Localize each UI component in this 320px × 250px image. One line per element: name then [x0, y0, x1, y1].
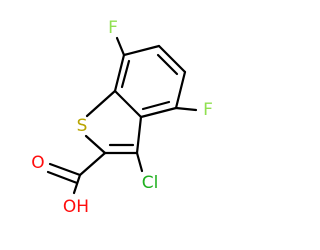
atom-label-s: S — [77, 116, 88, 136]
atom-label-oh: OH — [63, 197, 89, 217]
bond-c7-f — [115, 36, 126, 57]
bond-c7a-c7 — [113, 53, 126, 93]
atom-label-cl: Cl — [142, 173, 159, 193]
bond-c4-c3a-inner — [141, 100, 171, 111]
atom-label-f-top: F — [108, 18, 118, 38]
atom-label-f-right: F — [203, 100, 213, 120]
substituent-bonds — [46, 36, 198, 195]
bond-c4-f — [174, 106, 198, 112]
thiophene-ring — [84, 89, 143, 155]
benzene-ring — [113, 44, 187, 119]
bond-c6-c5 — [157, 44, 187, 74]
bond-c3-c3a — [135, 115, 143, 155]
bond-c6-c5-inner — [156, 53, 179, 76]
bond-c-o-double — [48, 162, 82, 177]
molecule-structure: F F S Cl O OH — [31, 18, 213, 217]
bond-s-c2 — [84, 134, 107, 155]
bond-c5-c4 — [174, 70, 187, 110]
bond-c3a-c7a — [113, 89, 143, 119]
atom-label-o: O — [31, 153, 44, 173]
bond-c4-c3a — [139, 106, 178, 119]
bond-c3-cl — [135, 151, 144, 173]
bond-c-o-double-inner — [46, 170, 79, 185]
bond-c7a-s — [85, 89, 117, 118]
bond-c7-c6 — [122, 44, 161, 57]
bond-c2-cooh — [78, 151, 107, 177]
atom-labels: F F S Cl O OH — [31, 18, 213, 217]
bond-c7a-c7-inner — [120, 59, 131, 89]
bond-c-oh — [72, 173, 82, 195]
